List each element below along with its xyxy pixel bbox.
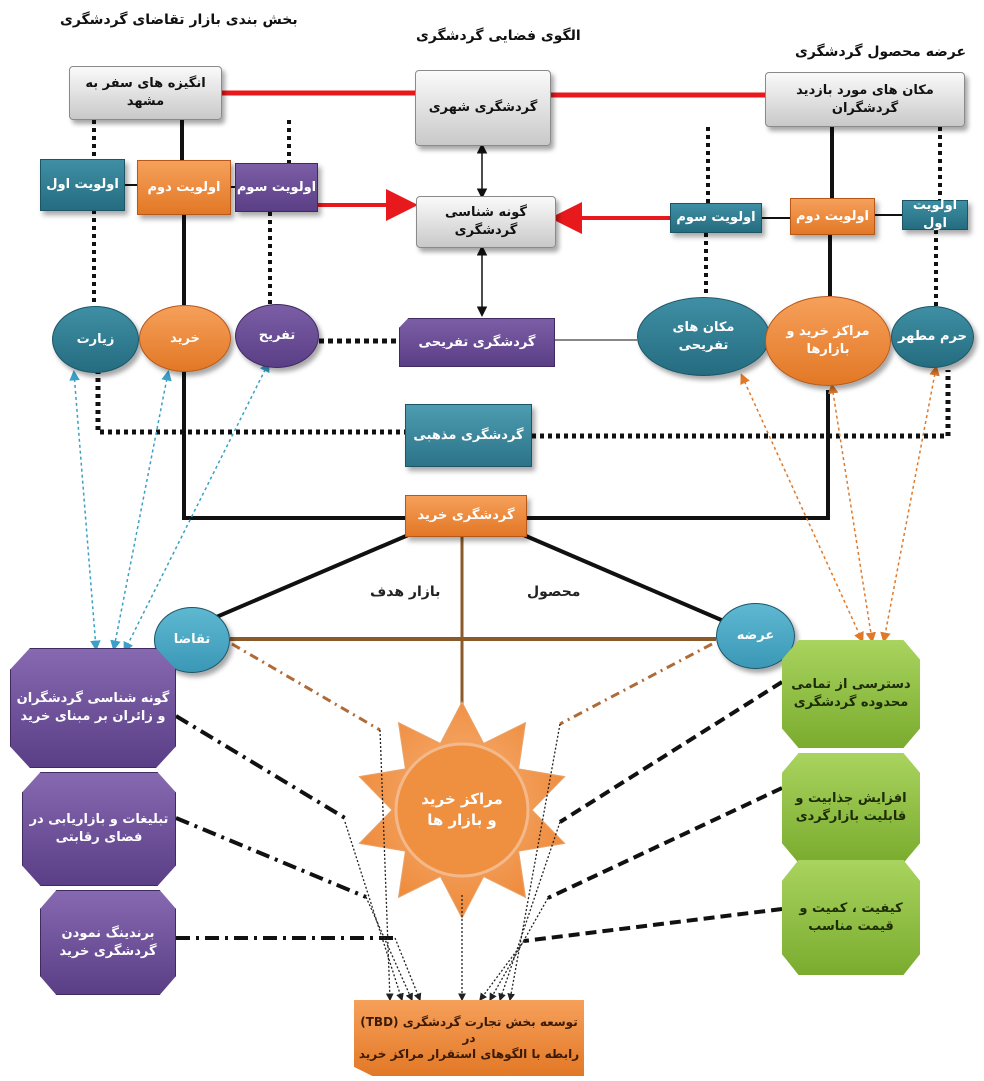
right-priority-third: اولویت سوم xyxy=(670,203,762,233)
target-market-label: بازار هدف xyxy=(370,584,441,600)
urban-tourism-box: گردشگری شهری xyxy=(415,70,551,146)
sun-center-label: مراکز خرید و بازار ها xyxy=(421,790,503,829)
pilgrimage-ellipse: زیارت xyxy=(52,306,139,373)
right-priority-first: اولویت اول xyxy=(902,198,968,231)
shopping-centers-ellipse: مراکز خرید و بازارها xyxy=(765,296,891,386)
motive-box: انگیزه های سفر به مشهد xyxy=(69,66,222,120)
product-label: محصول xyxy=(527,584,581,600)
header-supply: عرضه محصول گردشگری xyxy=(795,44,967,60)
left-priority-second: اولویت دوم xyxy=(137,160,231,215)
left-octagon-1: گونه شناسی گردشگران و زائران بر مبنای خر… xyxy=(10,648,176,768)
religious-tourism-box: گردشگری مذهبی xyxy=(405,404,532,467)
shopping-tourism-box: گردشگری خرید xyxy=(405,495,527,537)
right-priority-second: اولویت دوم xyxy=(790,198,875,235)
left-octagon-2: تبلیغات و بازاریابی در فضای رقابتی xyxy=(22,772,176,886)
right-octagon-2: افزایش جذابیت و قابلیت بازارگردی xyxy=(782,753,920,863)
bottom-outcome-box: توسعه بخش تجارت گردشگری (TBD) در رابطه ب… xyxy=(354,1000,584,1076)
right-octagon-3: کیفیت ، کمیت و قیمت مناسب xyxy=(782,860,920,975)
header-demand: بخش بندی بازار تقاضای گردشگری xyxy=(60,12,298,28)
shopping-ellipse: خرید xyxy=(139,305,231,372)
recreational-tourism-box: گردشگری تفریحی xyxy=(399,318,555,367)
left-priority-third: اولویت سوم xyxy=(235,163,318,212)
recreation-ellipse: تفریح xyxy=(235,304,319,368)
typology-box: گونه شناسی گردشگری xyxy=(416,196,556,248)
shrine-ellipse: حرم مطهر xyxy=(891,306,974,368)
header-spatial: الگوی فضایی گردشگری xyxy=(416,28,581,44)
right-octagon-1: دسترسی از تمامی محدوده گردشگری xyxy=(782,640,920,748)
left-priority-first: اولویت اول xyxy=(40,159,125,211)
left-octagon-3: برندینگ نمودن گردشگری خرید xyxy=(40,890,176,995)
visited-places-box: مکان های مورد بازدید گردشگران xyxy=(765,72,965,127)
supply-circle: عرضه xyxy=(716,603,795,669)
recreational-places-ellipse: مکان های تفریحی xyxy=(637,297,770,376)
